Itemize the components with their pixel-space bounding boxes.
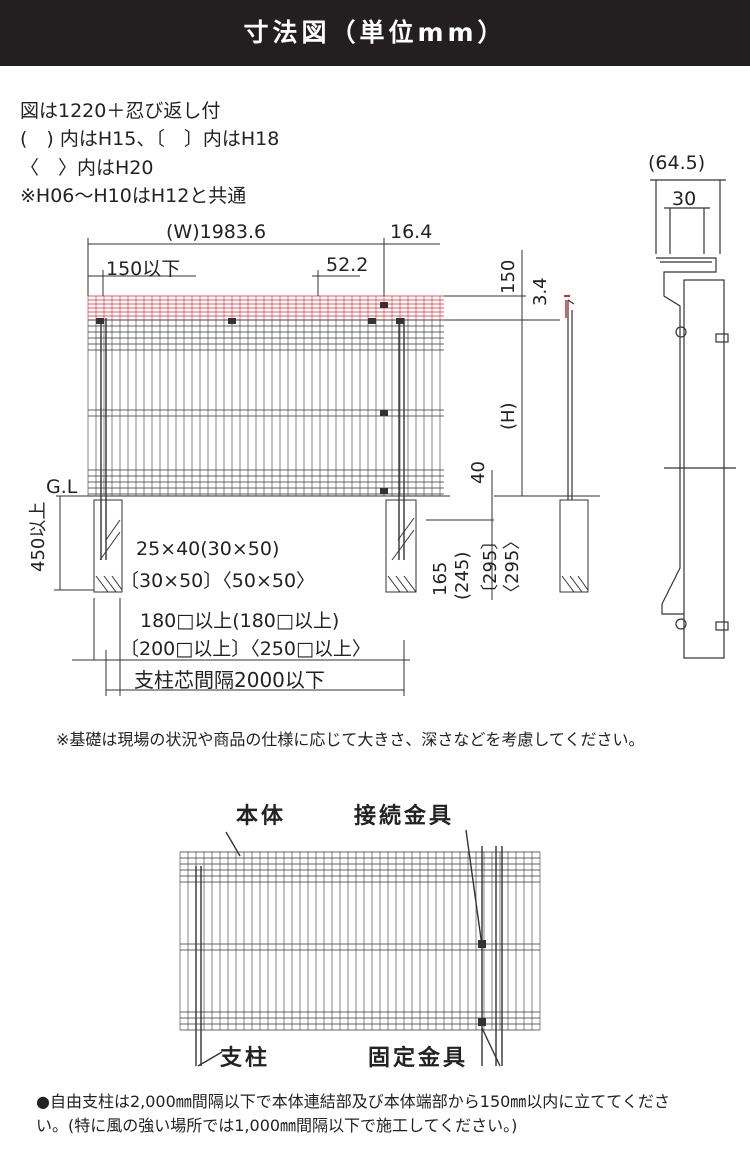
note-line: ( ) 内はH15、〔 〕内はH18	[20, 128, 280, 150]
note-line: 〈 〉内はH20	[20, 157, 154, 179]
note-line: 図は1220＋忍び返し付	[20, 100, 221, 122]
label-fixing: 固定金具	[368, 1046, 469, 1071]
fence-mesh	[87, 295, 444, 496]
width-dim: (W)1983.6	[166, 221, 267, 243]
header-title: 寸法図（単位mm）	[0, 0, 750, 66]
dim-150-below: 150以下	[106, 258, 181, 280]
dim-52-2: 52.2	[326, 254, 369, 276]
label-connector: 接続金具	[354, 804, 455, 829]
foundation-size-2: 〔200□以上〕〈250□以上〉	[120, 638, 371, 660]
bottom-note: ●自由支柱は2,000㎜間隔以下で本体連結部及び本体端部から150㎜以内に立てて…	[36, 1092, 670, 1135]
foundation-size-1: 180□以上(180□以上)	[140, 610, 340, 632]
post-size-2: 〔30×50〕〈50×50〉	[120, 570, 316, 592]
post-span: 支柱芯間隔2000以下	[134, 668, 325, 692]
dim-64-5: (64.5)	[648, 152, 706, 174]
note-line: ※H06～H10はH12と共通	[20, 185, 247, 207]
foundation-note: ※基礎は現場の状況や商品の仕様に応じて大きさ、深さなどを考慮してください。	[56, 730, 645, 749]
dim-30: 30	[672, 188, 697, 210]
dimension-diagram	[54, 179, 736, 696]
ground-level-label: G.L	[46, 476, 78, 498]
post-size-1: 25×40(30×50)	[136, 538, 280, 560]
label-post: 支柱	[220, 1046, 271, 1071]
dim-16-4: 16.4	[390, 221, 433, 243]
label-body: 本体	[236, 804, 287, 829]
